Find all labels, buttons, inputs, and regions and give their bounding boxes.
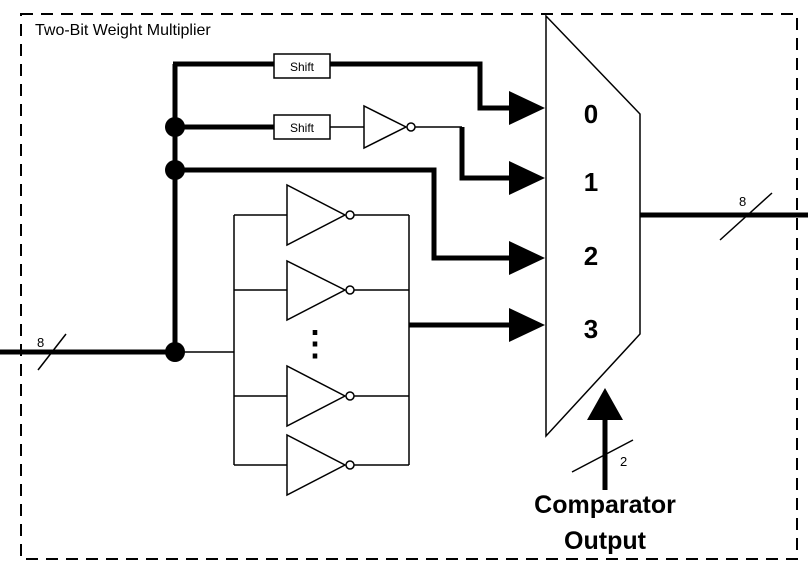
shift-block-second-label: Shift (290, 121, 315, 135)
inverter-gate (234, 259, 409, 322)
arrow-input-3 (509, 308, 545, 342)
select-bus-width-label: 2 (620, 454, 627, 469)
path-input-2 (175, 167, 545, 275)
module-boundary (20, 13, 798, 560)
ellipsis-more-inverters: ⋮ (298, 325, 332, 363)
module-title: Two-Bit Weight Multiplier (35, 22, 211, 39)
mux-input-label-0: 0 (584, 99, 598, 129)
arrow-input-2 (509, 241, 545, 275)
inverter-gate (234, 364, 409, 428)
arrow-input-1 (509, 161, 545, 195)
inverter-bubble (406, 122, 416, 132)
output-bus: 8 (640, 192, 808, 241)
arrow-input-0 (509, 91, 545, 125)
input-bus: 8 (0, 333, 175, 371)
input-bus-width-label: 8 (37, 335, 44, 350)
path-input-0: Shift (173, 53, 545, 125)
inverter-bank: ⋮ (175, 183, 410, 497)
inverter-gate (234, 183, 409, 247)
path-input-1: Shift (175, 104, 545, 195)
multiplexer (545, 14, 641, 438)
inverter-gate (234, 433, 409, 497)
select-label-line2: Output (564, 527, 647, 555)
shift-block-second (273, 114, 331, 140)
shift-block-top-label: Shift (290, 60, 315, 74)
mux-input-label-3: 3 (584, 314, 598, 344)
select-bus: 2 (571, 388, 634, 490)
mux-input-label-1: 1 (584, 167, 598, 197)
inverter-gate (363, 104, 408, 150)
path-input-3 (409, 308, 545, 342)
mux-input-label-2: 2 (584, 241, 598, 271)
output-bus-width-label: 8 (739, 194, 746, 209)
select-arrow (587, 388, 623, 420)
select-label-line1: Comparator (534, 491, 676, 519)
